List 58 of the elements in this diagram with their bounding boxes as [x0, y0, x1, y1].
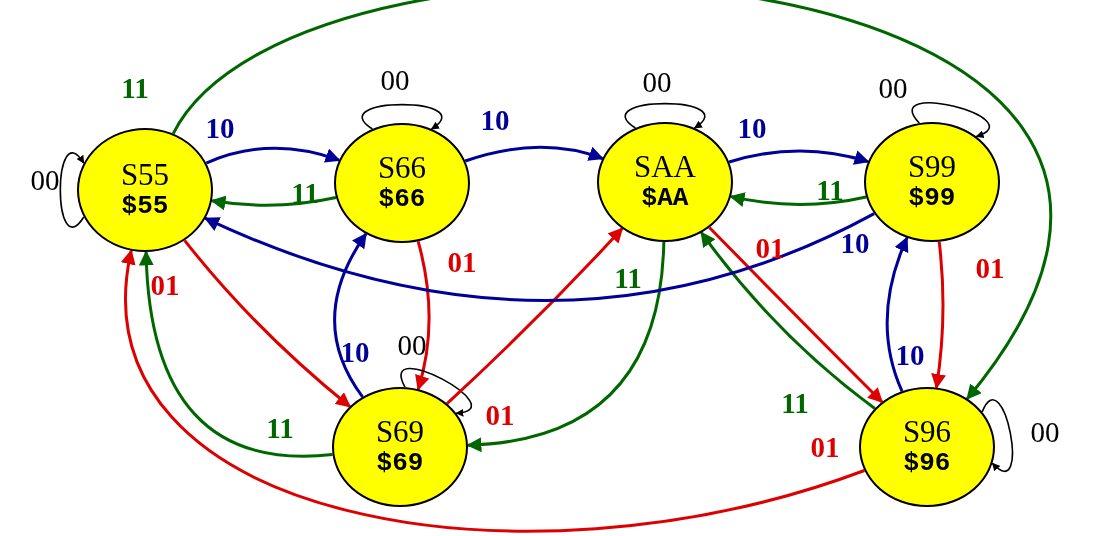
state-value: $99	[908, 183, 956, 213]
transition-arrow	[183, 239, 351, 408]
edge-label: 00	[379, 65, 411, 95]
transition-arrow	[911, 102, 991, 138]
edge-label: 11	[613, 263, 643, 293]
state-name: S55	[120, 159, 170, 191]
transition-arrow	[205, 146, 341, 165]
edge-label: 00	[877, 73, 909, 103]
transition-arrow	[728, 149, 870, 166]
edge-label: 01	[446, 247, 478, 277]
transition-arrow	[466, 241, 666, 452]
transition-arrow	[333, 232, 368, 398]
state-ellipse	[332, 387, 468, 507]
state-name: S96	[902, 416, 952, 448]
edge-label: 11	[265, 413, 295, 443]
edge-label: 10	[736, 113, 768, 143]
transition-arrow	[624, 102, 706, 129]
transition-arrow	[981, 398, 1014, 472]
edge-label: 01	[484, 400, 516, 430]
state-value: $69	[376, 448, 424, 478]
edge-label: 10	[204, 113, 236, 143]
state-value: $96	[903, 448, 951, 478]
edge-label: 01	[754, 233, 786, 263]
transition-arrow	[446, 227, 624, 405]
edge-label: 00	[1029, 417, 1061, 447]
edge-label: 10	[479, 105, 511, 135]
transition-arrow	[122, 249, 865, 533]
transition-arrow	[414, 240, 431, 391]
edge-label: 01	[809, 432, 841, 462]
state-name: S66	[377, 152, 427, 184]
transition-arrow	[729, 192, 867, 207]
edge-label: 00	[29, 165, 61, 195]
transition-arrow	[885, 236, 909, 392]
edge-label: 11	[120, 73, 150, 103]
state-name: S69	[375, 416, 425, 448]
state-name: S99	[907, 151, 957, 183]
state-value: $66	[378, 184, 426, 214]
transition-arrow	[361, 103, 443, 130]
edge-label: 10	[339, 337, 371, 367]
state-value: $55	[121, 191, 169, 221]
edge-label: 11	[780, 388, 810, 418]
transition-arrow	[931, 241, 946, 390]
transition-arrow	[400, 367, 473, 416]
edge-label: 10	[894, 340, 926, 370]
transition-arrow	[172, 0, 1051, 400]
edge-label: 10	[839, 228, 871, 258]
edge-label: 01	[974, 253, 1006, 283]
transition-arrow	[464, 145, 604, 163]
transition-arrow	[139, 250, 333, 458]
transition-arrow	[59, 152, 85, 228]
edge-label: 01	[149, 270, 181, 300]
state-name: SAA	[634, 151, 696, 183]
edge-label: 00	[396, 330, 428, 360]
edge-label: 00	[641, 67, 673, 97]
transition-arrow	[204, 212, 875, 302]
transition-arrow	[210, 195, 337, 211]
edge-label: 11	[815, 175, 845, 205]
state-value: $AA	[641, 183, 689, 213]
